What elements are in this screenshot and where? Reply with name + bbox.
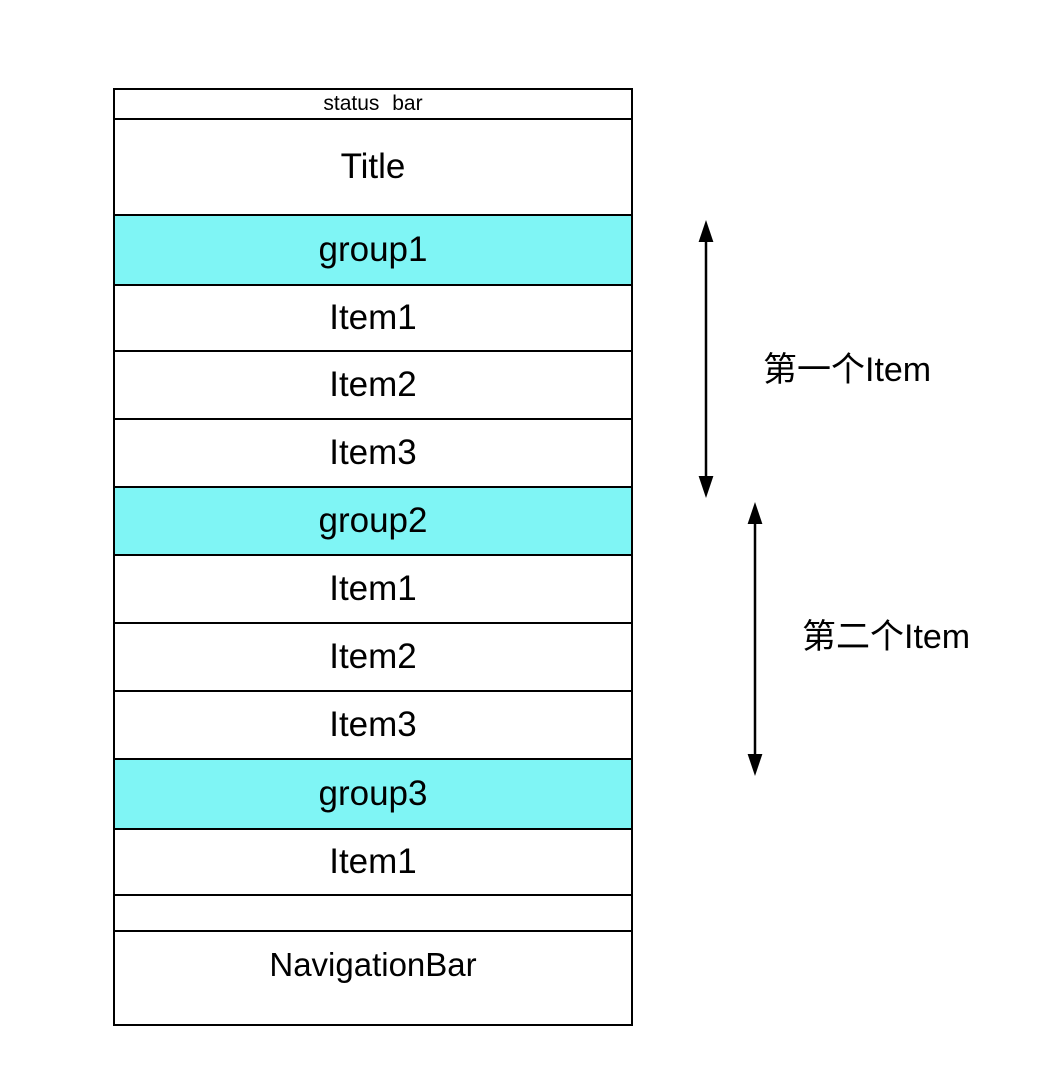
- group3-item1-row: Item1: [115, 830, 631, 896]
- group1-item3-row: Item3: [115, 420, 631, 488]
- group2-item3-row: Item3: [115, 692, 631, 760]
- second-item-double-arrow-icon: [747, 502, 763, 776]
- navigation-bar-row: NavigationBar: [269, 946, 477, 983]
- spacer-row: [115, 896, 631, 932]
- second-item-annotation: 第二个Item: [802, 618, 971, 656]
- arrow-head-up: [698, 220, 714, 242]
- first-item-annotation: 第一个Item: [763, 351, 932, 389]
- group3-header-row: group3: [115, 760, 631, 830]
- group1-item2-row: Item2: [115, 352, 631, 420]
- arrow-head-down: [698, 476, 714, 498]
- first-item-double-arrow-icon: [698, 220, 714, 498]
- group1-item1-row: Item1: [115, 286, 631, 352]
- arrow-head-down: [747, 754, 763, 776]
- group2-item1-row: Item1: [115, 556, 631, 624]
- group2-header-row: group2: [115, 488, 631, 556]
- group2-item2-row: Item2: [115, 624, 631, 692]
- screen-wireframe: status bar Title group1 Item1 Item2 Item…: [113, 88, 633, 1026]
- status-bar-row: status bar: [115, 90, 631, 120]
- arrow-head-up: [747, 502, 763, 524]
- title-row: Title: [115, 120, 631, 216]
- group1-header-row: group1: [115, 216, 631, 286]
